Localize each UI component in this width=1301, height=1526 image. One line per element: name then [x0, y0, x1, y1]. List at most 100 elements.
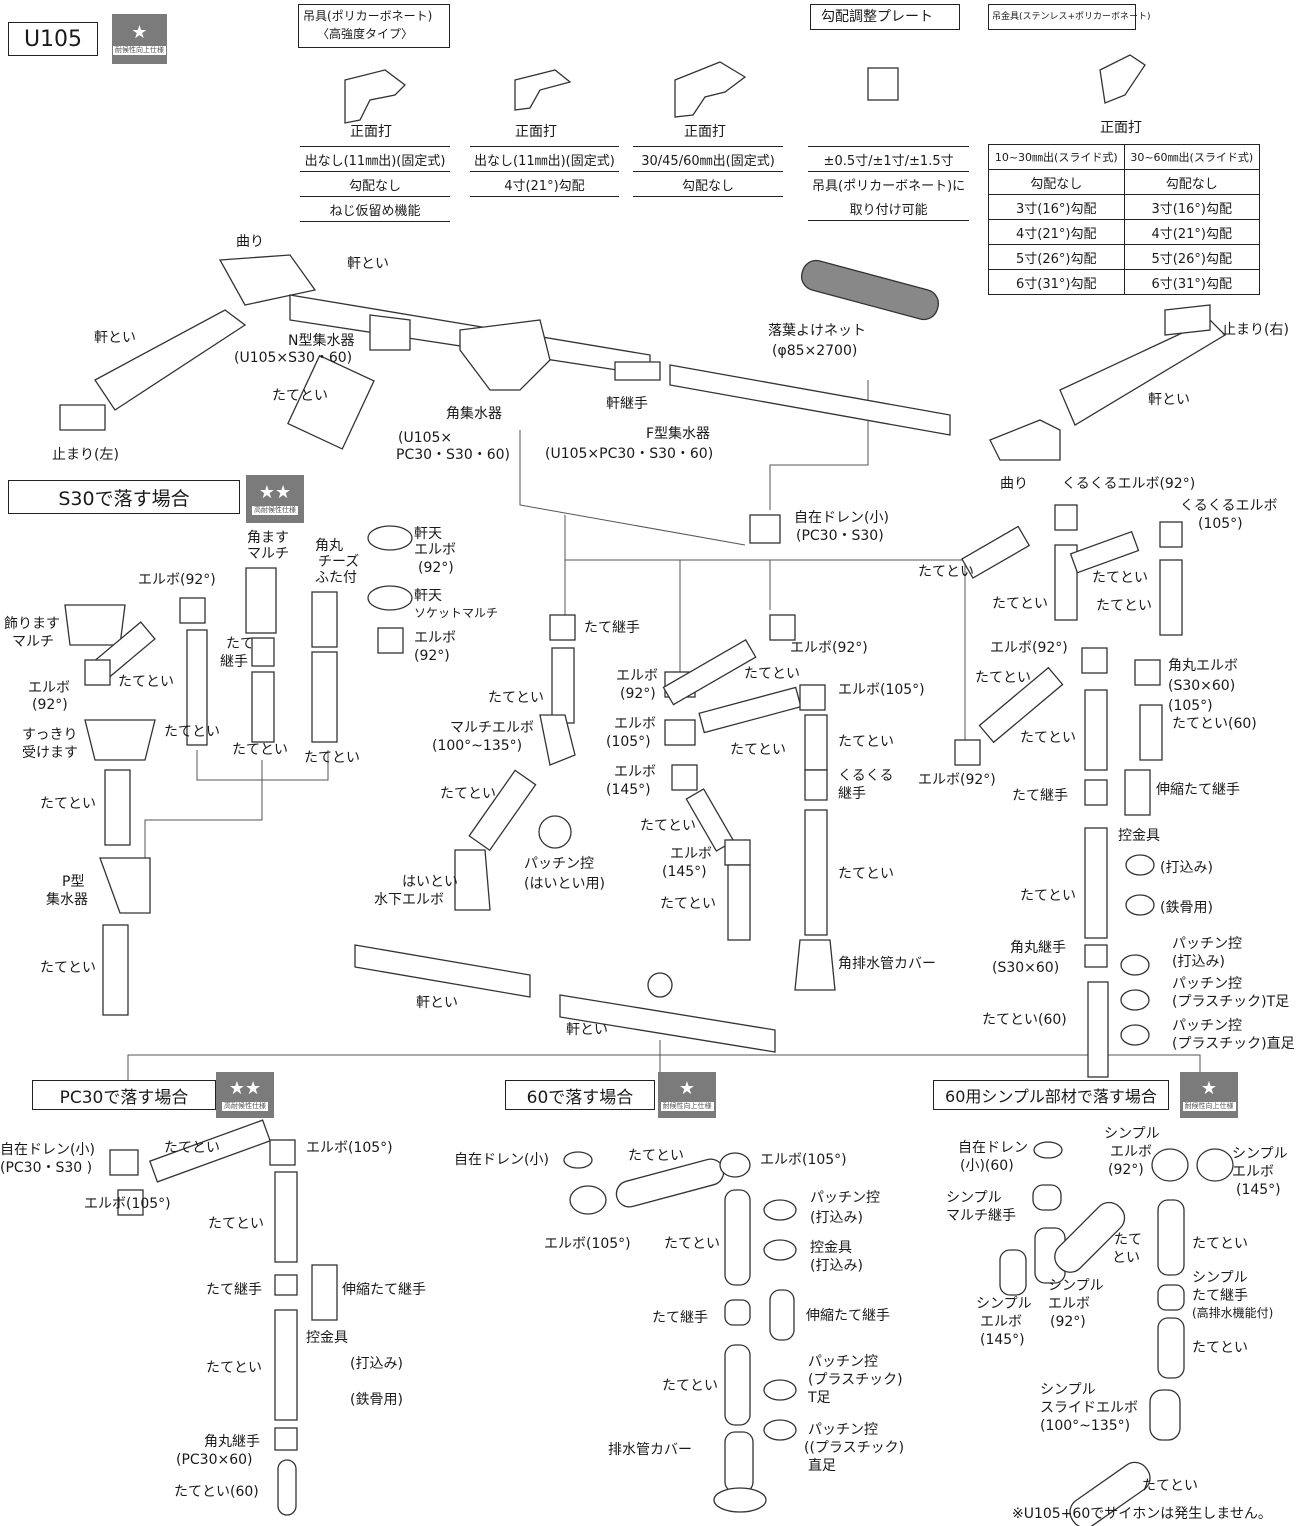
label-right-patchin2: (打込み)	[1172, 954, 1225, 970]
label-patchin-haitoi: パッチン控	[524, 856, 594, 872]
label-pc30-tekkotsu: (鉄骨用)	[350, 1392, 403, 1408]
label-f-type: F型集水器	[646, 426, 711, 442]
spec-cell: 勾配なし	[300, 171, 450, 197]
badge-caption: 高耐候性仕様	[252, 506, 298, 515]
label-mid-elbow92: エルボ(92°)	[790, 640, 868, 656]
label-tate-toi: たてとい	[272, 388, 328, 404]
label-simple-tate: たて	[1114, 1232, 1142, 1248]
label-r60-tate-toi2: たてとい	[664, 1236, 720, 1252]
label-tate-toi: たてとい	[40, 796, 96, 812]
label-pc30-elbow105b: エルボ(105°)	[84, 1196, 171, 1212]
footnote: ※U105+60でサイホンは発生しません。	[1012, 1506, 1272, 1522]
label-net: 落葉よけネット	[768, 323, 866, 339]
spec-cell: 4寸(21°)勾配	[470, 171, 619, 197]
label-tate-toi60: たてとい(60)	[1172, 716, 1257, 732]
label-simple-92-1: シンプル	[1104, 1126, 1160, 1142]
slope-plate-heading-text: 勾配調整プレート	[821, 9, 933, 25]
label-r60-tate-toi: たてとい	[628, 1148, 684, 1164]
label-r60-patchin-t2: (プラスチック)	[808, 1372, 903, 1388]
label-mid-elbow-a2: エルボ	[614, 716, 656, 732]
label-tate-toi: たてとい	[118, 674, 174, 690]
model-label: U105	[8, 22, 98, 56]
label-noten-elbow2: エルボ	[414, 542, 456, 558]
label-noki-toi: 軒とい	[347, 256, 389, 272]
label-kakumaru2: チーズ	[318, 554, 360, 570]
label-r60-tate-tsugite: たて継手	[652, 1310, 708, 1326]
label-right-tate-toi3: たてとい	[992, 596, 1048, 612]
grid-cell: 3寸(16°)勾配	[1123, 194, 1260, 220]
label-simple-145b-3: (145°)	[980, 1332, 1025, 1348]
label-r60-elbow105b: エルボ(105°)	[544, 1236, 631, 1252]
label-kurukuru92: くるくるエルボ(92°)	[1062, 476, 1196, 492]
label-right-patchin-s2: (プラスチック)直足	[1172, 1036, 1295, 1052]
label-pc30-elbow105: エルボ(105°)	[306, 1140, 393, 1156]
label-jizai: 自在ドレン(小)	[794, 510, 889, 526]
label-multi-elbow2: (100°~135°)	[432, 738, 523, 754]
slope-plate-heading: 勾配調整プレート	[810, 4, 960, 30]
label-jizai2: (PC30・S30)	[796, 528, 884, 544]
label-noten-socket2: ソケットマルチ	[414, 606, 499, 620]
label-right-uchikomi: (打込み)	[1160, 860, 1213, 876]
label-s30-elbow-a: エルボ	[414, 630, 456, 646]
stainless-heading: 吊金具(ステンレス+ポリカーボネート)	[988, 4, 1151, 30]
label-mid-tate-toi4: たてとい	[730, 742, 786, 758]
label-mid-deg105: (105°)	[606, 734, 651, 750]
label-mid-tate-toi: たてとい	[488, 690, 544, 706]
badge-caption: 耐候性向上仕様	[1182, 1102, 1236, 1111]
label-simple-145-3: (145°)	[1236, 1182, 1281, 1198]
label-kazari2: マルチ	[12, 634, 54, 650]
label-kurukuru: くるくる	[838, 768, 894, 784]
label-mid-tate-toi6: たてとい	[640, 818, 696, 834]
label-simple-145-2: エルボ	[1232, 1164, 1274, 1180]
simple-title: 60用シンプル部材で落す場合	[933, 1080, 1169, 1110]
label-right-tate-toi: たてとい	[918, 564, 974, 580]
label-simple-92b-3: (92°)	[1050, 1314, 1086, 1330]
grid-cell: 5寸(26°)勾配	[988, 244, 1125, 270]
label-kaku-spec1: (U105×	[398, 430, 453, 446]
label-tate-toi: たてとい	[304, 750, 360, 766]
label-noki-toi-lower2: 軒とい	[566, 1022, 608, 1038]
label-multi-elbow: マルチエルボ	[450, 720, 534, 736]
label-pc30-tate-toi3: たてとい	[206, 1360, 262, 1376]
label-tate-toi: たてとい	[164, 724, 220, 740]
badge-single-star: ★ 耐候性向上仕様	[1180, 1072, 1238, 1118]
badge-caption: 耐候性向上仕様	[113, 46, 166, 55]
label-simple-slide-1: シンプル	[1040, 1382, 1096, 1398]
label-haitoi: はいとい	[402, 874, 458, 890]
label-r60-haisui: 排水管カバー	[608, 1442, 692, 1458]
label-simple-92b-2: エルボ	[1048, 1296, 1090, 1312]
label-r60-patchin-t: パッチン控	[808, 1354, 878, 1370]
label-s30-elbow-b: (92°)	[414, 648, 450, 664]
label-r60-shinshuku: 伸縮たて継手	[806, 1308, 890, 1324]
grid-cell: 勾配なし	[988, 169, 1125, 195]
grid-cell: 勾配なし	[1123, 169, 1260, 195]
grid-header-cell: 30~60㎜出(スライド式)	[1123, 144, 1260, 170]
label-pc30-uchikomi: (打込み)	[350, 1356, 403, 1372]
hanger-heading-line1: 吊具(ポリカーボネート)	[303, 9, 433, 23]
label-mid-elbow-a3: エルボ	[614, 764, 656, 780]
label-sukkiri2: 受けます	[22, 745, 78, 761]
label-pc30-tate-toi2: たてとい	[208, 1216, 264, 1232]
grid-cell: 6寸(31°)勾配	[988, 269, 1125, 295]
label-noten-elbow: 軒天	[414, 526, 442, 542]
label-right-magari: 曲り	[1000, 476, 1028, 492]
label-mid-elbow105: エルボ(105°)	[838, 682, 925, 698]
label-noten-elbow3: (92°)	[418, 560, 454, 576]
label-kurukuru105b: (105°)	[1198, 516, 1243, 532]
label-simple-tate-toi2: たてとい	[1192, 1340, 1248, 1356]
label-mid-deg145: (145°)	[606, 782, 651, 798]
label-right-patchin-s: パッチン控	[1172, 1018, 1242, 1034]
label-p-type: P型	[62, 874, 85, 890]
grid-cell: 3寸(16°)勾配	[988, 194, 1125, 220]
spec-cell: 勾配なし	[633, 171, 783, 197]
label-mid-tate-toi8: たてとい	[660, 896, 716, 912]
label-n-type-spec: (U105×S30・60)	[234, 350, 353, 366]
label-mid-tate-toi3: たてとい	[744, 666, 800, 682]
label-simple-92-3: (92°)	[1108, 1162, 1144, 1178]
label-r60-patchin-s: パッチン控	[808, 1422, 878, 1438]
label-kakumaru-tsugite2: (S30×60)	[992, 960, 1060, 976]
label-right-tate-tsugite: たて継手	[1012, 788, 1068, 804]
label-r60-patchin2: (打込み)	[810, 1210, 863, 1226]
label-pc30-tate-toi60: たてとい(60)	[174, 1484, 259, 1500]
